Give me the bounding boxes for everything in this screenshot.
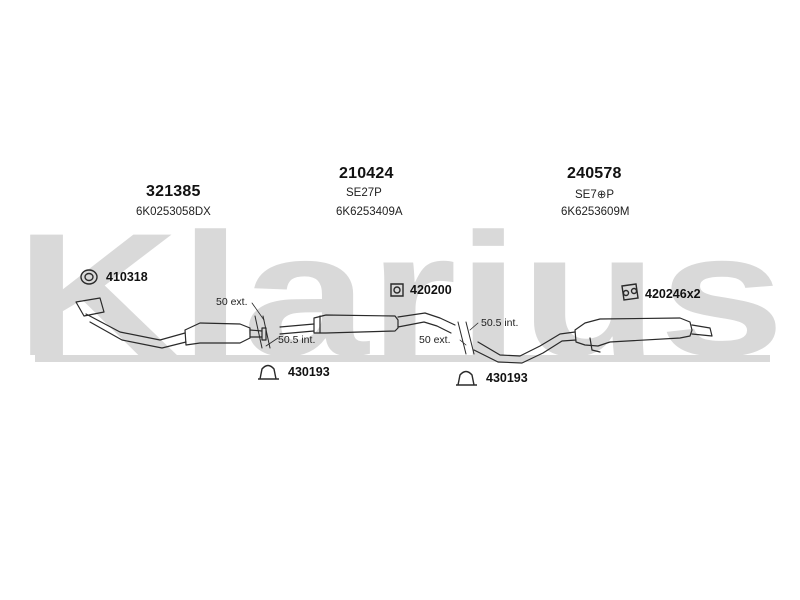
accessory-hanger-label: 420200 <box>410 283 452 297</box>
part-ref-centre: 6K6253409A <box>336 206 403 218</box>
part-number-rear: 240578 <box>567 165 622 182</box>
part-ref-rear: 6K6253609M <box>561 206 630 218</box>
front-pipe-catalyst <box>75 297 267 349</box>
part-number-centre: 210424 <box>339 165 394 182</box>
joint-markers <box>254 315 475 355</box>
dimension-label-rear-int: 50.5 int. <box>481 317 519 329</box>
centre-silencer <box>279 312 456 335</box>
pipe-clamp-icon <box>258 364 279 380</box>
gasket-ring-icon <box>80 269 98 285</box>
accessory-mount-label: 420246x2 <box>645 287 701 301</box>
dimension-label-front-ext: 50 ext. <box>216 296 248 308</box>
dimension-label-front-int: 50.5 int. <box>278 334 316 346</box>
part-number-front: 321385 <box>146 183 201 200</box>
pipe-clamp-icon <box>456 370 477 386</box>
accessory-clamp-label-2: 430193 <box>486 371 528 385</box>
rubber-hanger-icon <box>390 283 404 297</box>
rubber-mount-icon <box>621 283 639 301</box>
accessory-gasket-label: 410318 <box>106 270 148 284</box>
part-code-centre: SE27P <box>346 187 382 199</box>
watermark-underline <box>35 355 770 362</box>
part-code-rear: SE7⊕P <box>575 189 615 201</box>
part-ref-front: 6K0253058DX <box>136 206 211 218</box>
rear-silencer <box>473 317 713 364</box>
accessory-clamp-label-1: 430193 <box>288 365 330 379</box>
dimension-label-rear-ext: 50 ext. <box>419 334 451 346</box>
dimension-leaders <box>251 302 479 347</box>
